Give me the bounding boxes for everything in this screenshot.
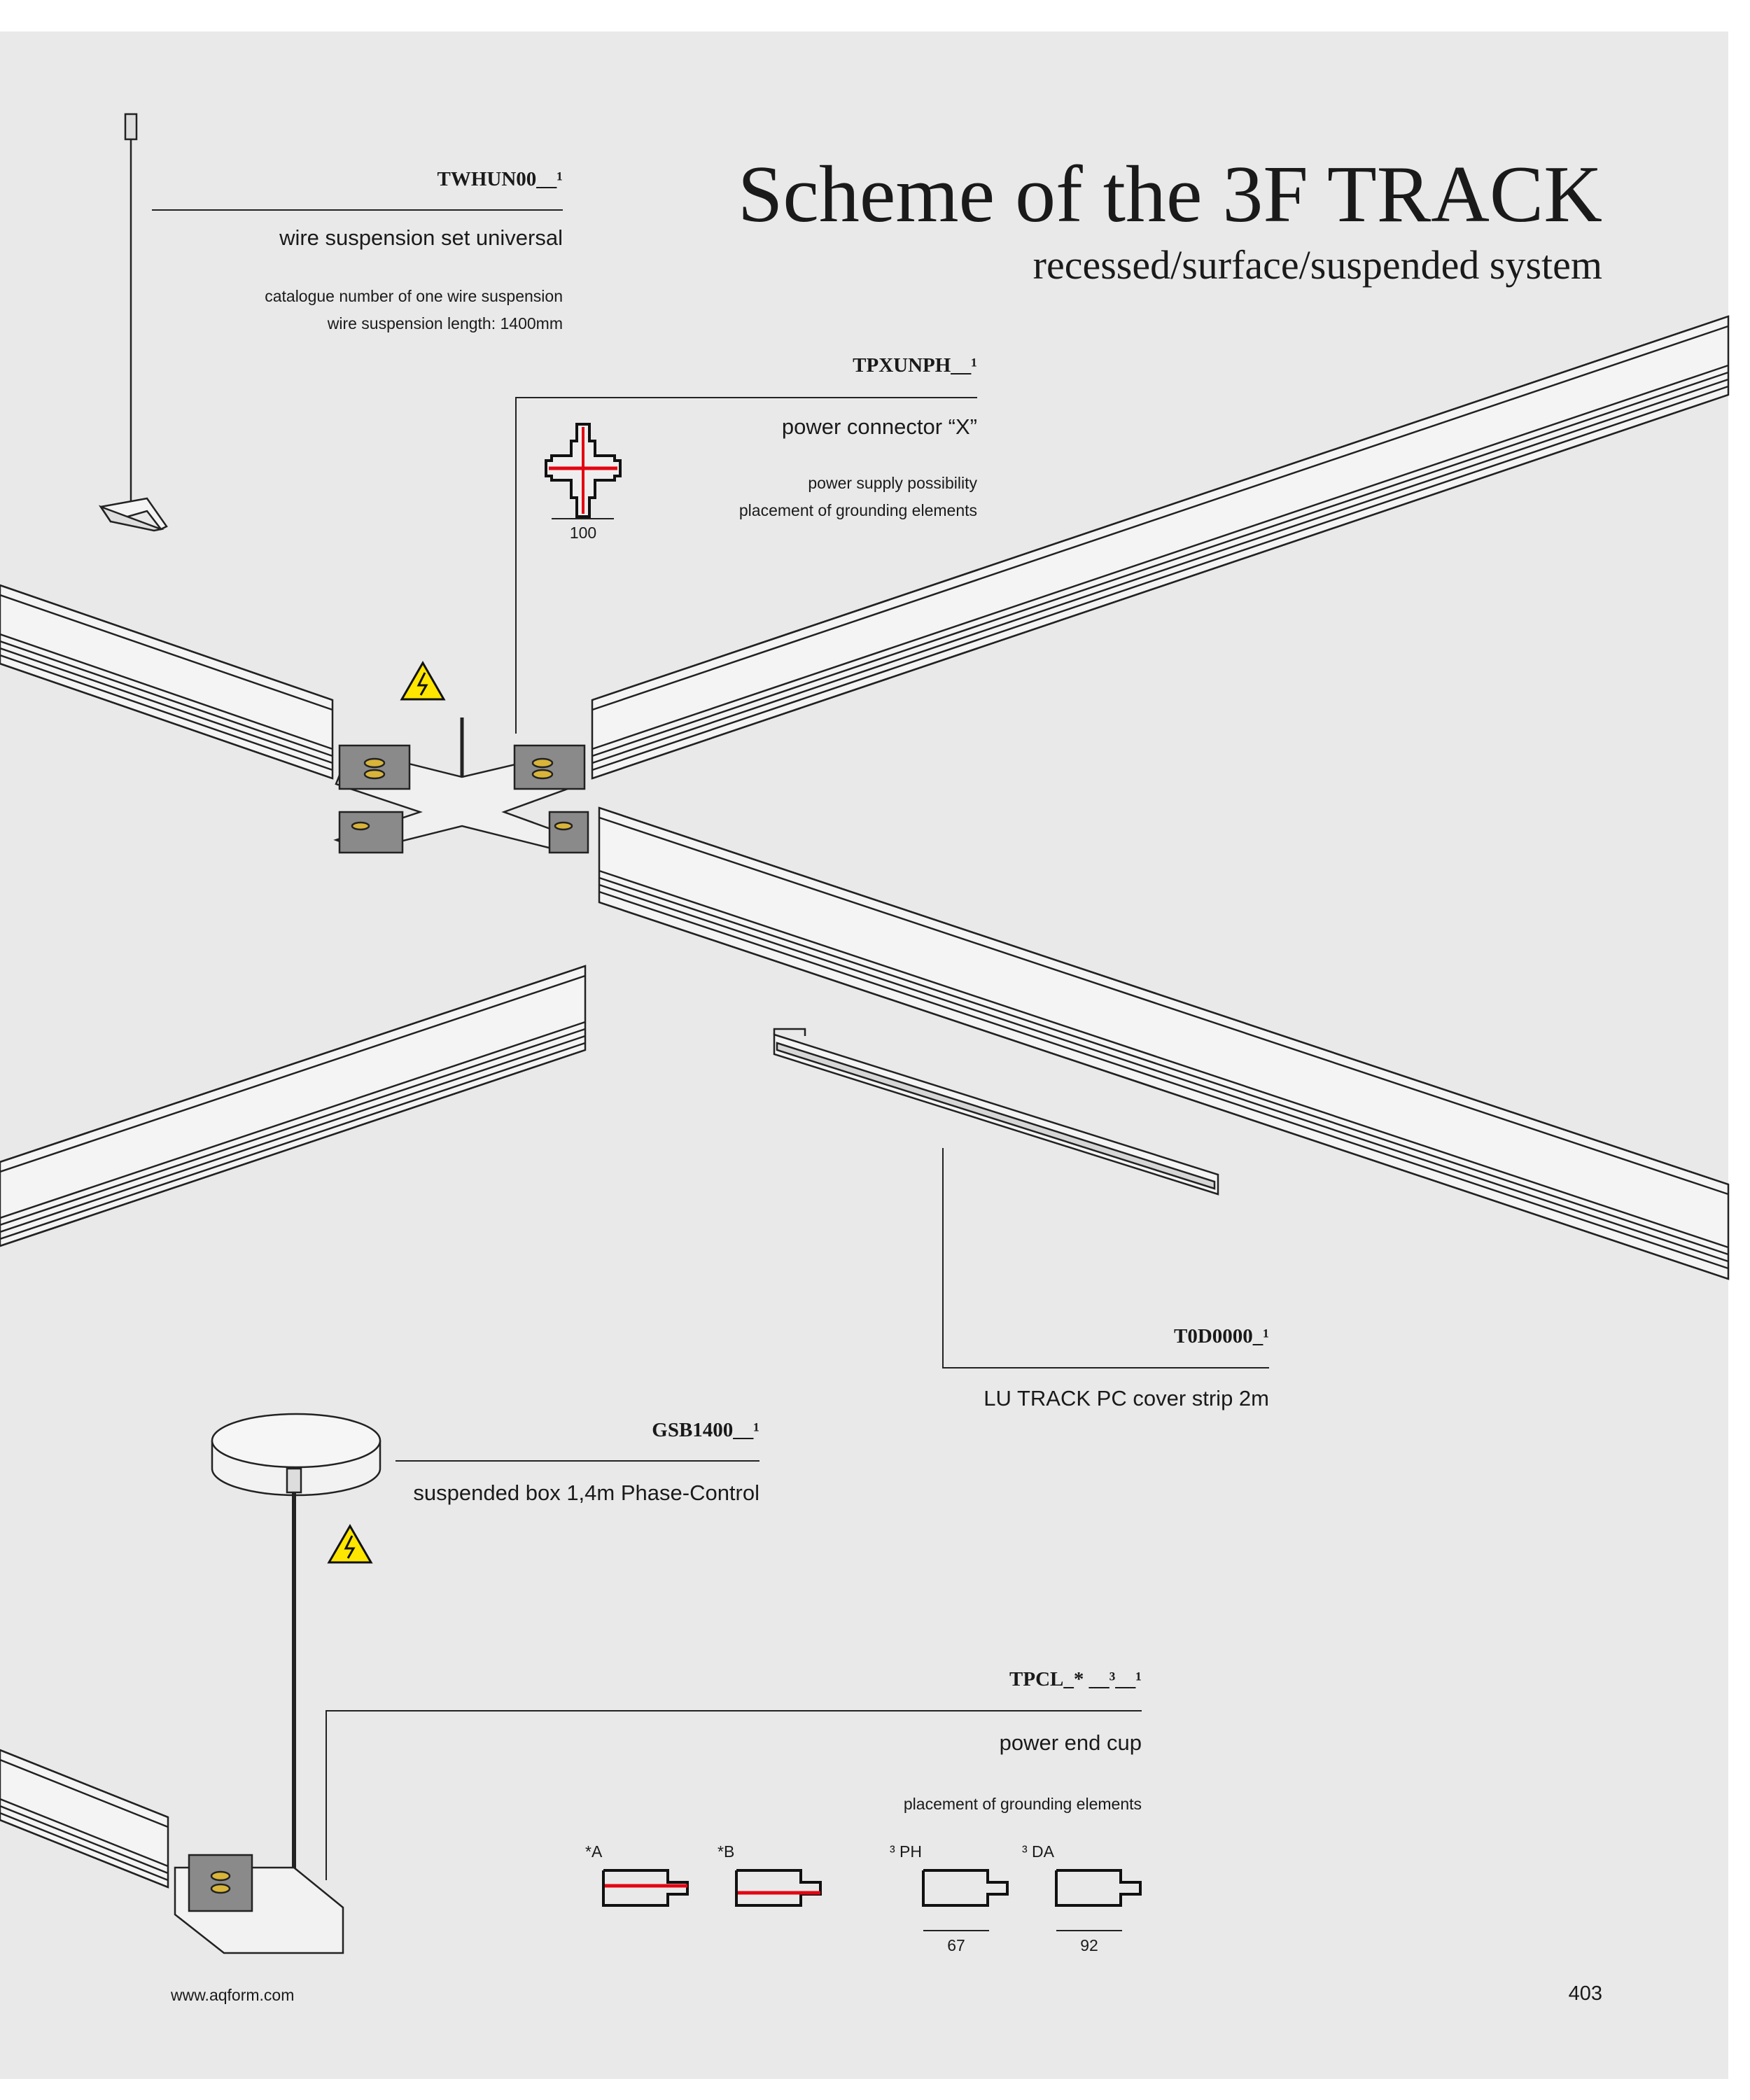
track-edge	[0, 594, 333, 711]
power-connector-name: power connector “X”	[781, 414, 977, 439]
track-rail	[598, 806, 1730, 1280]
power-connector-code: TPXUNPH__¹	[853, 354, 977, 377]
warning-icon	[327, 1523, 373, 1564]
leader-line	[942, 1367, 1269, 1368]
track-edge	[0, 1758, 169, 1828]
end-cup-code: TPCL_* __³__¹	[1009, 1668, 1142, 1690]
suspended-box-name: suspended box 1,4m Phase-Control	[413, 1480, 760, 1505]
wire-suspension-name: wire suspension set universal	[279, 225, 563, 250]
track-edge	[0, 662, 333, 780]
suspended-box-code: GSB1400__¹	[652, 1419, 760, 1441]
track-edge	[598, 816, 1729, 1196]
x-connector-illustration	[333, 718, 589, 854]
track-edge	[0, 1021, 586, 1219]
cover-strip-code: T0D0000_¹	[1174, 1325, 1269, 1348]
end-cup-symbol-a-icon	[602, 1869, 689, 1907]
track-edge	[598, 901, 1729, 1280]
variant-label: ³ PH	[890, 1842, 922, 1861]
track-rail	[0, 584, 334, 780]
leader-line	[942, 1148, 944, 1368]
end-cup-symbol-b-icon	[735, 1869, 822, 1907]
track-edge	[598, 869, 1729, 1249]
track-rails	[0, 315, 1730, 1889]
variant-label: ³ DA	[1022, 1842, 1054, 1861]
dimension-line	[552, 518, 614, 519]
cover-strip-name: LU TRACK PC cover strip 2m	[983, 1386, 1269, 1410]
variant-dimension: 92	[1080, 1936, 1098, 1954]
end-cup-note: placement of grounding elements	[903, 1795, 1142, 1813]
wire-suspension-note: catalogue number of one wire suspension	[265, 287, 563, 305]
track-edge	[592, 325, 1729, 711]
divider	[152, 209, 563, 211]
leader-line	[515, 397, 517, 734]
x-connector-symbol-icon	[545, 423, 622, 518]
suspended-box-illustration	[211, 1413, 382, 1883]
wire-suspension-illustration	[98, 113, 168, 532]
power-connector-note: placement of grounding elements	[738, 501, 977, 519]
cover-strip-illustration	[773, 1028, 1219, 1196]
dimension-line	[923, 1930, 989, 1931]
track-edge	[0, 1049, 586, 1247]
track-edge	[592, 315, 1729, 701]
track-edge	[0, 1042, 586, 1240]
end-cup-symbol-da-icon	[1055, 1869, 1142, 1907]
track-edge	[0, 1798, 169, 1868]
track-edge	[592, 378, 1729, 764]
end-cup-name: power end cup	[999, 1730, 1142, 1755]
track-edge	[0, 584, 333, 701]
variant-label: *A	[585, 1842, 603, 1861]
wire-suspension-code: TWHUN00__¹	[437, 168, 563, 190]
page-subtitle: recessed/surface/suspended system	[1032, 242, 1602, 288]
track-edge	[0, 654, 333, 771]
track-rail	[591, 315, 1730, 780]
track-edge	[0, 1035, 586, 1233]
dimension-line	[1056, 1930, 1122, 1931]
track-edge	[592, 371, 1729, 757]
track-edge	[598, 876, 1729, 1256]
track-edge	[0, 1028, 586, 1226]
track-edge	[0, 647, 333, 764]
warning-icon	[400, 660, 446, 701]
variant-dimension: 67	[947, 1936, 965, 1954]
power-connector-dimension: 100	[569, 524, 597, 542]
track-edge	[0, 1805, 169, 1875]
track-edge	[0, 965, 586, 1163]
leader-line	[326, 1710, 327, 1880]
track-edge	[0, 974, 586, 1173]
page-title: Scheme of the 3F TRACK	[737, 150, 1602, 239]
track-edge	[0, 1819, 169, 1889]
leader-line	[326, 1710, 1142, 1712]
track-edge	[0, 633, 333, 750]
wire-suspension-note: wire suspension length: 1400mm	[327, 314, 563, 332]
catalogue-page	[0, 31, 1728, 2079]
track-rail	[0, 965, 587, 1247]
track-edge	[598, 890, 1729, 1270]
track-edge	[0, 1812, 169, 1882]
divider	[396, 1460, 760, 1462]
variant-label: *B	[718, 1842, 735, 1861]
track-edge	[0, 1749, 169, 1819]
page-number: 403	[1568, 1982, 1602, 2005]
track-edge	[0, 640, 333, 757]
power-connector-note: power supply possibility	[808, 474, 977, 492]
leader-line	[515, 397, 977, 398]
track-edge	[598, 806, 1729, 1186]
track-edge	[598, 883, 1729, 1263]
track-edge	[592, 385, 1729, 771]
footer-url[interactable]: www.aqform.com	[171, 1986, 295, 2004]
end-cap-illustration	[174, 1854, 344, 1954]
end-cup-symbol-ph-icon	[922, 1869, 1009, 1907]
track-edge	[592, 393, 1729, 780]
track-edge	[592, 364, 1729, 750]
